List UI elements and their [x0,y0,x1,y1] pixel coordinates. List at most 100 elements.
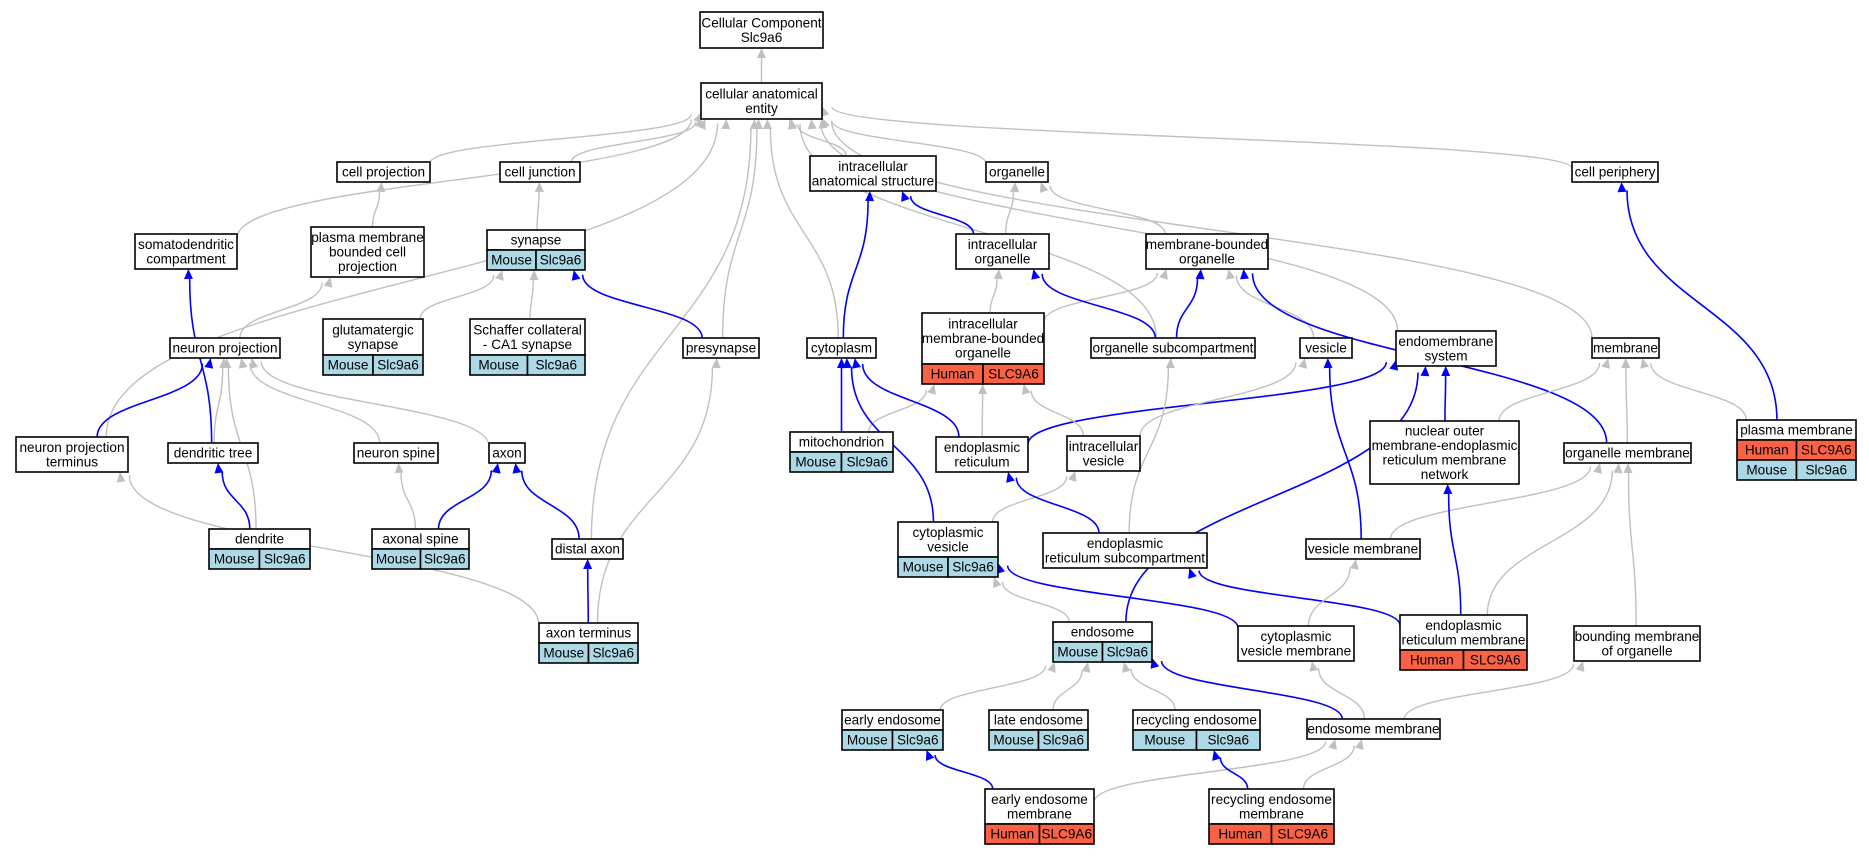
edge-npt-to-cae [105,123,719,438]
edge-cell-junction-to-cae [570,121,697,163]
node-label: membrane [1593,341,1658,356]
arrowhead [1240,269,1250,280]
gene-badge [1195,729,1261,751]
node-box [699,11,824,49]
arrowhead [1349,559,1359,570]
edge-org-subcomp-to-intra-org [1041,273,1157,339]
edge-intra-vesicle-to-intra-mem-org [1030,390,1085,437]
gene-label: SLC9A6 [1470,653,1521,668]
arrowhead [1298,358,1308,369]
edge-axonal-spine-to-neuron-spine [400,472,417,530]
species-label: Mouse [993,733,1034,748]
edge-plasma-membrane-to-membrane [1650,363,1747,421]
edge-cyto-ves-membrane-to-cyto-vesicle [1006,565,1239,629]
arrowhead [529,270,539,281]
node-box [806,337,877,359]
node-neuron-spine: neuron spine [353,442,439,464]
node-label: system [1424,348,1467,363]
gene-label: SLC9A6 [1277,827,1328,842]
arrowhead [376,182,386,193]
edge-early-endo-membrane-to-early-endosome [934,754,994,790]
node-box [682,337,760,359]
species-label: Mouse [214,552,255,567]
node-label: plasma membrane [1740,423,1853,438]
node-label: Schaffer collateral [473,322,582,337]
edge-cyto-vesicle-to-intra-vesicle [991,476,1068,523]
gene-badge [535,249,586,271]
node-dendritic-tree: dendritic tree [167,442,259,464]
node-box [1208,788,1335,825]
species-label: Mouse [491,253,532,268]
edge-late-endosome-to-endosome [1052,670,1083,711]
edge-nuclear-outer-to-membrane [1498,362,1601,422]
edge-distal-axon-to-cae [590,128,752,540]
node-label: intracellular [1069,439,1139,454]
node-box [897,521,999,558]
node-label: vesicle membrane [1241,643,1351,658]
gene-badge [1270,823,1335,845]
node-box [353,442,439,464]
edge-endosome-membrane-to-cyto-ves-membrane [1317,668,1366,720]
arrowhead [1623,463,1633,474]
arrowhead [1420,366,1430,377]
gene-badge [1101,641,1153,663]
gene-label: Slc9a6 [264,552,306,567]
edge-npt-to-neuron-projection [96,363,204,438]
arrowhead [214,463,224,474]
node-label: endoplasmic [1087,536,1164,551]
edge-plasma-membrane-to-cell-periphery [1626,190,1778,421]
arrowhead [1328,739,1337,750]
arrowhead [1122,662,1131,673]
node-box [488,442,526,464]
arrowhead [1165,358,1175,369]
node-label: organelle [989,165,1045,180]
node-label: plasma membrane [311,230,424,245]
species-label: Mouse [328,358,369,373]
arrowhead [204,358,214,369]
node-label: Slc9a6 [741,30,783,45]
node-label: reticulum membrane [1383,452,1507,467]
edge-presynapse-to-cae [721,128,758,339]
node-label: projection [338,259,397,274]
node-label: organelle [1179,251,1235,266]
node-box [1299,337,1353,359]
edge-er-subcomp-to-org-subcomp [1128,367,1170,534]
gene-badge [947,556,999,578]
node-label: endosome [1071,625,1134,640]
edge-presynapse-to-synapse [581,274,703,339]
gene-label: Slc9a6 [1207,733,1249,748]
arrowhead [1575,661,1585,672]
arrowhead [249,358,259,369]
arrowhead [757,48,766,58]
species-label: Mouse [847,733,888,748]
node-org-subcomp: organelle subcompartment [1090,337,1256,359]
arrowhead [116,472,126,483]
node-box [499,161,581,183]
edge-bounding-membrane-to-organelle-membrane [1627,472,1637,627]
node-label: early endosome [991,792,1088,807]
edge-synapse-to-cell-junction [536,191,540,231]
edge-glutamatergic-to-synapse [419,274,495,320]
edge-somatodendritic-to-cae [236,119,693,239]
edge-er-membrane-to-er-subcomp [1198,570,1401,626]
arrowhead [1159,269,1168,280]
edge-intra-vesicle-to-vesicle [1139,362,1297,437]
node-box [551,538,624,560]
node-label: organelle [975,251,1031,266]
gene-badge [587,642,639,664]
arrowhead [571,270,581,281]
node-label: membrane-bounded [922,331,1044,346]
node-box [985,161,1049,183]
node-label: compartment [146,251,226,266]
